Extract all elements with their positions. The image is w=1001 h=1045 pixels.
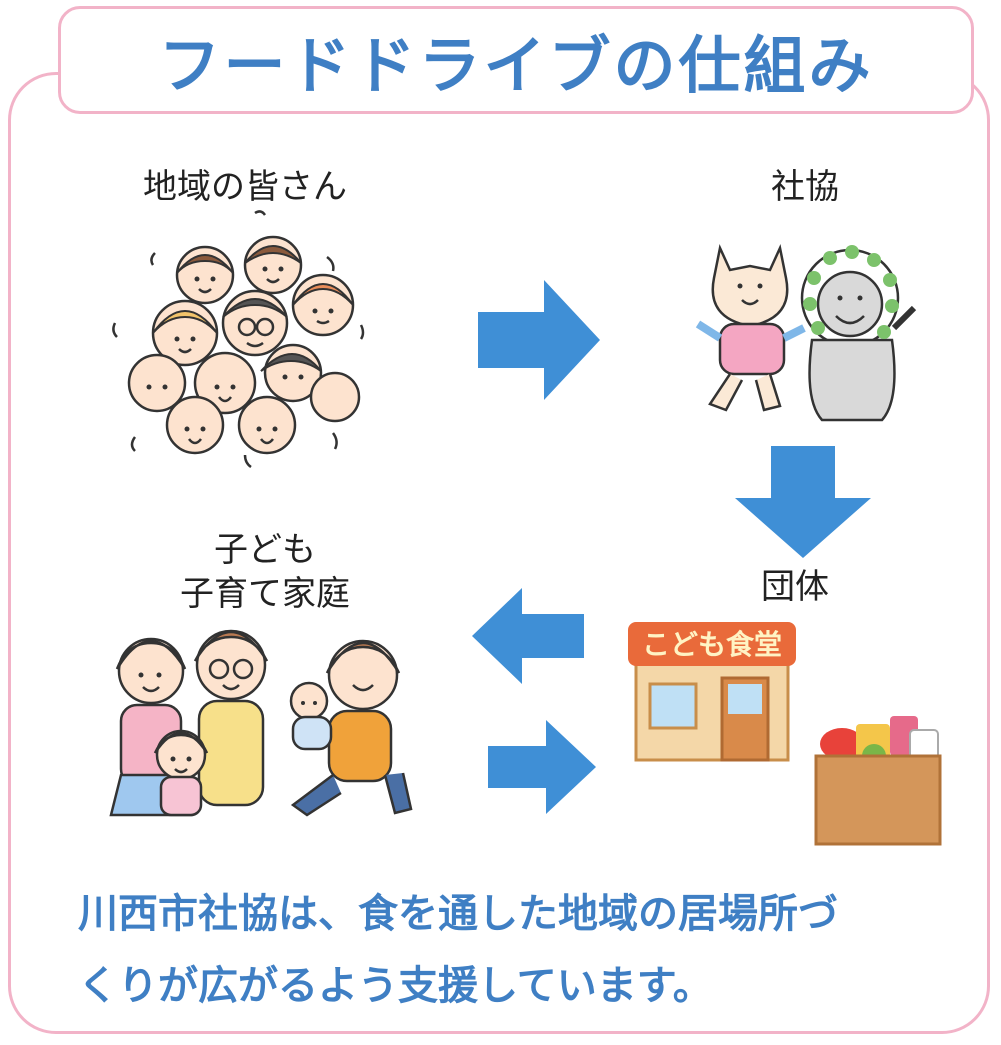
arrow-left: [472, 588, 584, 684]
family-illustration: [109, 629, 413, 817]
store-sign-text: こども食堂: [642, 628, 782, 661]
shakyo-mascots-illustration: [695, 243, 917, 422]
community-crowd-illustration: [112, 210, 365, 469]
arrow-right-bottom: [488, 720, 596, 814]
caption: 川西市社協は、食を通した地域の居場所づ くりが広がるよう支援しています。: [78, 878, 958, 1022]
caption-line-1: 川西市社協は、食を通した地域の居場所づ: [78, 891, 838, 937]
label-shakyo: 社協: [771, 167, 839, 207]
kodomo-shokudo-store-illustration: こども食堂: [628, 622, 796, 762]
label-children-line1: 子ども: [214, 530, 316, 570]
label-community: 地域の皆さん: [143, 167, 347, 207]
caption-line-2: くりが広がるよう支援しています。: [78, 963, 713, 1009]
arrow-down: [735, 446, 871, 558]
diagram-frame: [8, 72, 990, 1034]
label-children-line2: 子育て家庭: [180, 574, 350, 614]
diagram-title: フードドライブの仕組み: [158, 29, 874, 102]
food-box-illustration: [814, 716, 942, 846]
arrow-right-top: [478, 280, 600, 400]
title-box: フードドライブの仕組み: [58, 6, 974, 114]
label-groups: 団体: [761, 567, 829, 607]
